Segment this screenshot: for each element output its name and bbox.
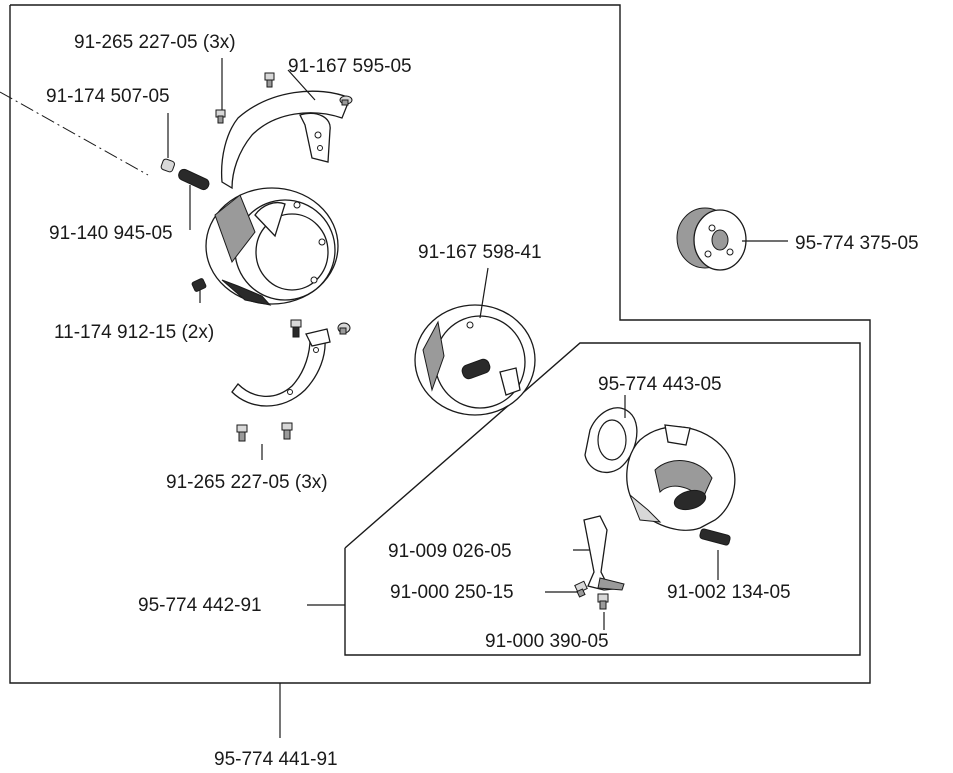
label-set-screw: 91-002 134-05: [667, 582, 791, 603]
label-bobbin: 95-774 375-05: [795, 233, 919, 254]
label-pin-small: 91-174 507-05: [46, 86, 170, 107]
screw-side-2: [290, 319, 302, 338]
label-guard-top: 91-167 595-05: [288, 56, 412, 77]
screw-top-3: [339, 95, 353, 106]
screw-small-a: [574, 580, 588, 598]
label-screw-side: 11-174 912-15 (2x): [54, 322, 214, 343]
screw-top-2: [215, 109, 226, 124]
label-screw-small-b: 91-000 390-05: [485, 631, 609, 652]
label-washer: 95-774 443-05: [598, 374, 722, 395]
label-bobbin-case-outer: 91-167 598-41: [418, 242, 542, 263]
washer: [584, 407, 638, 473]
label-screw-small-a: 91-000 250-15: [390, 582, 514, 603]
screw-side-3: [337, 322, 351, 335]
screw-bottom-2: [281, 422, 293, 440]
bobbin-case-outer: [414, 304, 536, 416]
inner-assembly-frame: [344, 342, 861, 656]
bobbin-case-inner: [626, 424, 736, 531]
screw-bottom-1: [236, 424, 248, 442]
label-spring: 91-009 026-05: [388, 541, 512, 562]
outer-assembly-frame: [9, 4, 871, 684]
bobbin: [676, 207, 747, 271]
screw-small-b: [597, 593, 609, 610]
hook-guard-bottom: [231, 328, 331, 407]
hook-guard-top: [220, 90, 351, 190]
screw-side-1: [191, 278, 207, 292]
label-screw-bottom: 91-265 227-05 (3x): [166, 472, 328, 493]
label-assembly-outer: 95-774 441-91: [214, 749, 338, 770]
label-screw-top: 91-265 227-05 (3x): [74, 32, 236, 53]
axis-line: [0, 91, 149, 176]
set-screw: [699, 528, 731, 546]
screw-top-1: [264, 72, 275, 88]
pin-rod: [178, 168, 210, 191]
label-assembly-inner: 95-774 442-91: [138, 595, 262, 616]
rotary-hook-body: [205, 187, 339, 306]
tension-spring: [583, 515, 625, 591]
leader-lines: [167, 58, 788, 738]
label-pin-rod: 91-140 945-05: [49, 223, 173, 244]
pin-small: [160, 158, 176, 173]
